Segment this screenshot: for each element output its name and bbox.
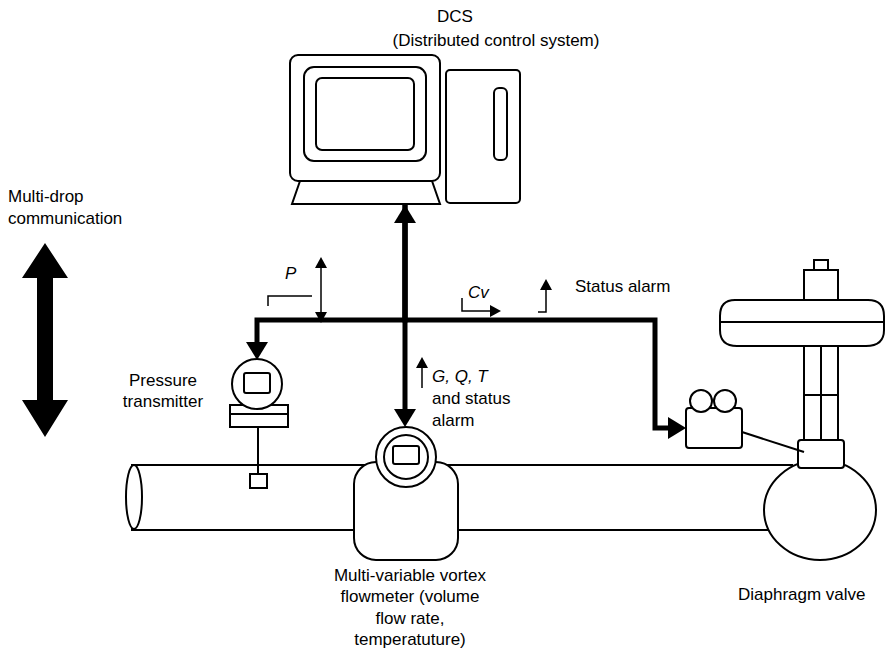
signal-name: G, Q, T [432,366,488,388]
arrowhead [246,342,268,360]
node-label: DCS [437,6,473,27]
monitor-base [292,181,440,204]
flowmeter-face [384,435,428,479]
monitor-screen [316,78,414,150]
node-label: (Distributed control system) [393,30,600,51]
positioner-box [686,408,742,448]
signal-name: P [285,263,296,285]
actuator-cap [804,270,838,300]
valve-yoke-brace [804,394,838,396]
transmitter-display [244,373,270,393]
positioner-lever [742,432,804,452]
bus-connector [405,205,686,439]
p-bracket [268,296,312,306]
diaphragm-valve: Diaphragm valve [686,408,742,448]
vortex-flowmeter: Multi-variable vortex flowmeter (volume … [375,427,437,487]
pipe-end [126,465,142,529]
arrowhead [540,279,552,290]
p-arrow [320,266,322,314]
bus-label: Multi-drop communication [8,186,128,230]
pressure-transmitter: Pressure transmitter [222,360,292,428]
node-label: Multi-variable vortex flowmeter (volume … [330,565,490,650]
bus-line [257,205,405,344]
bus-connector [246,205,405,360]
flowmeter-head [376,427,436,487]
arrowhead [315,257,327,268]
arrowhead [416,357,428,368]
diaphragm-housing [720,300,884,346]
transmitter-head [232,359,282,409]
dcs-computer: DCS(Distributed control system) [290,55,520,205]
monitor [290,55,440,181]
gqt-arrow [421,366,423,388]
node-label: Diaphragm valve [738,584,866,605]
valve-body [764,460,876,560]
drive-slot [494,88,507,160]
tap-fitting [250,474,267,488]
arrowhead [668,417,686,439]
pipe [132,465,792,530]
impulse-line [257,428,259,475]
actuator-vent [814,260,828,270]
signal-name: and status alarm [432,388,532,432]
signal-name: Cv [468,282,489,304]
status-bracket [538,288,546,312]
flowmeter-display [393,446,419,464]
arrowhead [394,409,416,427]
node-label: Pressure transmitter [113,370,213,413]
positioner-gauge [714,390,736,412]
multidrop-arrow [22,243,68,437]
monitor-bezel [304,67,426,161]
transmitter-base-line [230,413,288,415]
arrowhead [490,305,501,317]
computer-tower [446,70,520,203]
positioner-gauge [690,390,712,412]
diaphragm-joint [720,321,884,323]
valve-bonnet [798,440,844,468]
signal-name: Status alarm [575,276,670,298]
